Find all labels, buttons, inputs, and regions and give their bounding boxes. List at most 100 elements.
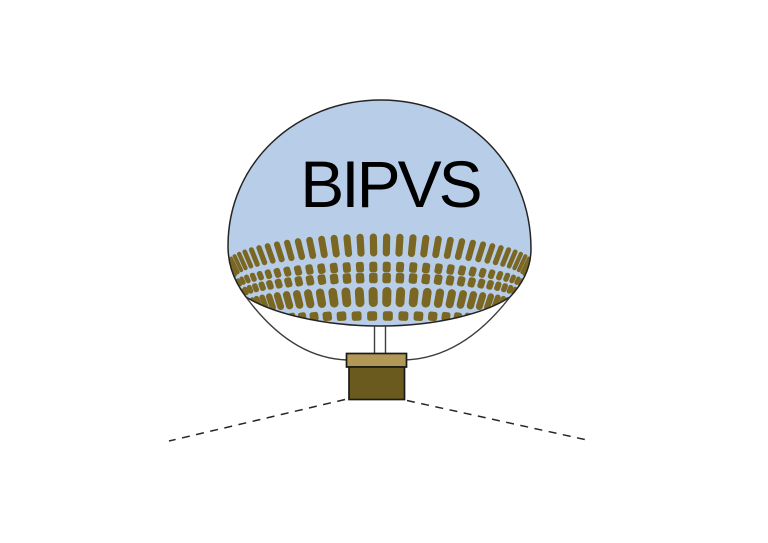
pv-cell bbox=[434, 263, 443, 275]
pv-cell bbox=[407, 234, 417, 258]
pv-cell bbox=[342, 273, 352, 284]
pv-cell bbox=[500, 247, 512, 267]
pv-cell bbox=[475, 292, 487, 311]
pv-cell bbox=[395, 287, 406, 308]
pv-cell bbox=[486, 279, 494, 290]
pv-cell bbox=[269, 314, 276, 323]
suspension-line-left bbox=[245, 296, 348, 361]
pv-cell bbox=[382, 287, 392, 308]
pv-cell bbox=[506, 249, 518, 269]
pv-cell bbox=[433, 274, 443, 285]
pv-cell bbox=[355, 272, 365, 284]
pv-cell bbox=[445, 289, 457, 309]
pv-cell bbox=[329, 262, 339, 274]
pv-cell bbox=[467, 277, 476, 288]
pv-cell bbox=[495, 270, 504, 281]
pv-cell bbox=[356, 233, 365, 257]
pv-cell bbox=[305, 275, 315, 286]
pv-cell bbox=[477, 278, 486, 289]
pv-cell bbox=[516, 254, 528, 273]
pv-cell bbox=[484, 243, 496, 264]
pv-cell bbox=[457, 265, 467, 276]
pv-cell bbox=[421, 287, 432, 308]
pv-cell bbox=[408, 262, 418, 273]
pv-cell bbox=[443, 236, 454, 259]
pv-cell bbox=[242, 249, 254, 269]
pv-cell bbox=[421, 273, 431, 285]
pv-cell bbox=[445, 275, 455, 286]
pv-cell bbox=[382, 261, 391, 273]
pv-cell bbox=[487, 269, 496, 280]
pv-cell bbox=[472, 313, 481, 322]
pv-cell bbox=[517, 292, 523, 300]
pv-cell bbox=[479, 313, 487, 323]
pv-cell bbox=[292, 290, 304, 309]
pv-cell bbox=[369, 261, 378, 273]
pv-cell bbox=[284, 277, 293, 288]
pv-cell bbox=[239, 276, 246, 285]
pv-cell bbox=[500, 283, 508, 293]
pv-cell bbox=[305, 264, 314, 275]
pv-cell bbox=[246, 284, 254, 294]
pv-cell bbox=[318, 235, 328, 259]
pv-cell bbox=[382, 272, 391, 284]
pv-cell bbox=[328, 287, 339, 308]
balloon-label: BIPVS bbox=[300, 147, 479, 221]
pv-cell bbox=[433, 288, 445, 308]
basket bbox=[345, 352, 408, 401]
pv-cell bbox=[494, 281, 502, 292]
pv-cell bbox=[509, 274, 516, 284]
pv-cell bbox=[237, 251, 248, 271]
pv-cell bbox=[514, 276, 521, 285]
tether-line-left bbox=[168, 398, 346, 442]
suspension-line-right bbox=[404, 296, 511, 361]
pv-cell bbox=[368, 287, 378, 308]
pv-cell bbox=[273, 313, 281, 323]
pv-cell bbox=[355, 261, 365, 273]
pv-cell bbox=[282, 291, 294, 310]
pv-cell bbox=[516, 290, 523, 299]
pv-cell bbox=[351, 311, 362, 321]
pv-cell bbox=[315, 288, 327, 308]
pv-cell bbox=[342, 262, 352, 273]
pv-cell bbox=[506, 284, 514, 294]
pv-cell bbox=[317, 274, 327, 285]
basket-lid bbox=[345, 352, 408, 368]
pv-cell bbox=[382, 311, 393, 321]
pv-cell bbox=[369, 272, 378, 284]
pv-cell bbox=[273, 267, 282, 278]
pv-cell bbox=[398, 311, 409, 321]
pv-cell bbox=[456, 276, 466, 287]
pv-cell bbox=[235, 278, 242, 287]
pv-cell bbox=[522, 282, 528, 290]
tether-line-right bbox=[406, 399, 588, 441]
pv-cell bbox=[456, 290, 468, 309]
pv-cell bbox=[512, 251, 523, 271]
pv-cell bbox=[484, 293, 495, 311]
pv-cell bbox=[294, 238, 306, 260]
pv-cell bbox=[248, 247, 260, 267]
pv-cell bbox=[244, 274, 251, 284]
pv-cell bbox=[249, 272, 257, 282]
pv-cell bbox=[274, 278, 283, 289]
pv-cell bbox=[256, 245, 268, 266]
pv-cell bbox=[341, 287, 352, 308]
basket-body bbox=[348, 366, 406, 401]
pv-cell bbox=[427, 311, 438, 322]
pv-cell bbox=[382, 233, 391, 257]
pv-cell bbox=[408, 287, 419, 308]
pv-cell bbox=[273, 292, 285, 311]
balloon-outline bbox=[227, 99, 532, 327]
pv-cell bbox=[330, 234, 340, 258]
pv-cell bbox=[322, 311, 333, 322]
pv-cell bbox=[446, 264, 455, 275]
pv-cell bbox=[420, 234, 430, 258]
pv-cell bbox=[266, 279, 274, 290]
pv-cell bbox=[256, 270, 265, 281]
balloon-envelope bbox=[228, 100, 531, 326]
pv-cell bbox=[478, 267, 487, 278]
pv-cell bbox=[264, 269, 273, 280]
pv-cell bbox=[369, 233, 378, 257]
